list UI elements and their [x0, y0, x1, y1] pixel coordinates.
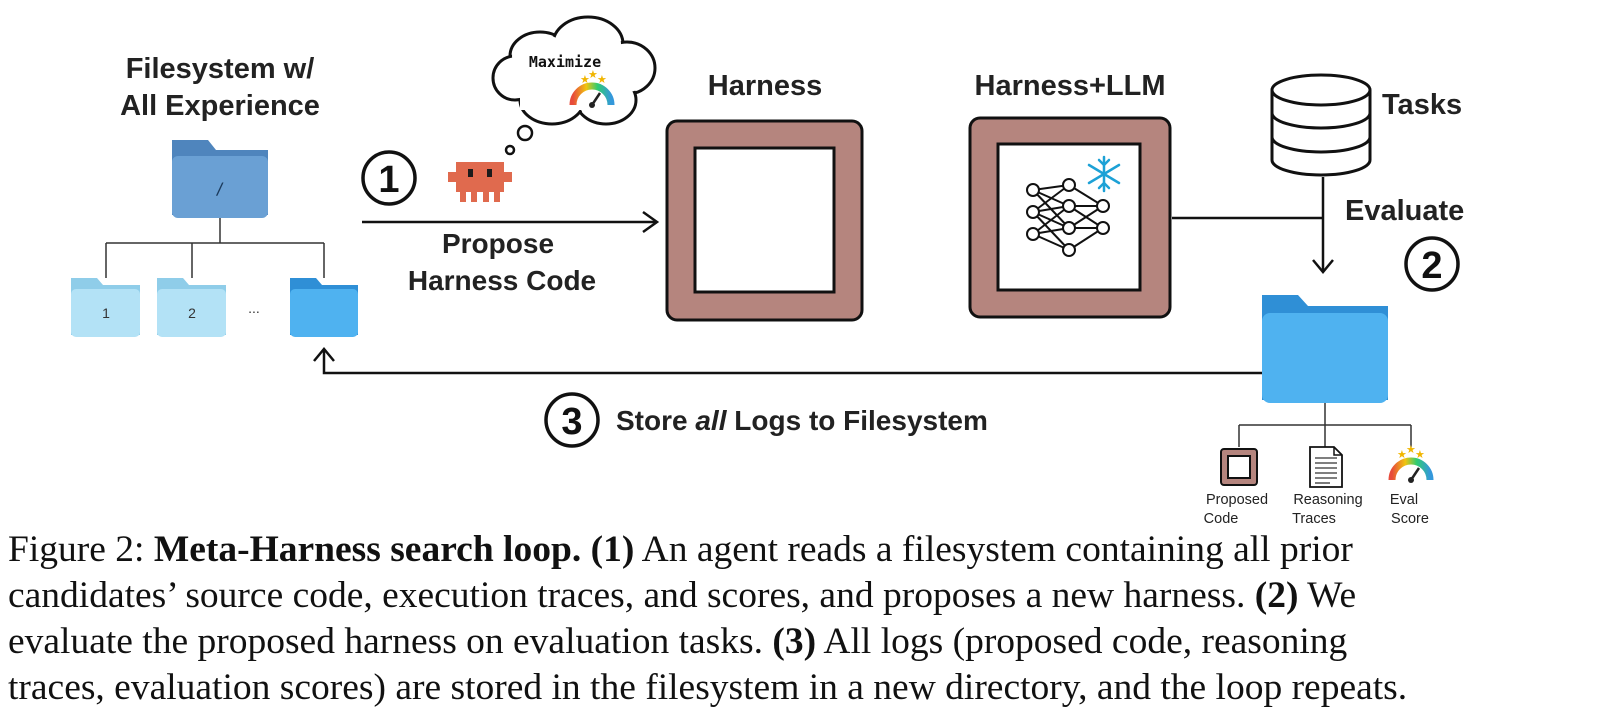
root-folder-icon: [172, 140, 268, 218]
neural-network-icon: [1026, 178, 1110, 257]
caption-line: traces, evaluation scores) are stored in…: [8, 665, 1598, 711]
document-icon: [1309, 446, 1343, 488]
logs-folder-icon: [1262, 295, 1388, 403]
figure-caption: Figure 2: Meta-Harness search loop. (1) …: [8, 527, 1598, 711]
log-label-reasoning-1: Reasoning: [1293, 492, 1362, 508]
caption-segment: An agent reads a filesystem containing a…: [634, 529, 1353, 570]
harness-box-icon: [1220, 448, 1258, 486]
database-icon: [1270, 73, 1372, 177]
caption-bold-segment: (2): [1254, 575, 1299, 616]
caption-segment: Figure 2:: [8, 529, 154, 570]
log-label-reasoning-2: Traces: [1292, 511, 1336, 525]
tasks-label: Tasks: [1382, 89, 1462, 121]
subfolder-2-icon: [157, 278, 226, 337]
step1-label-line2: Harness Code: [408, 265, 596, 296]
caption-bold-segment: (1): [590, 529, 635, 570]
svg-text:★: ★: [1406, 444, 1416, 456]
svg-text:★: ★: [580, 74, 590, 86]
step3-number: 3: [561, 401, 582, 443]
meta-harness-diagram: Filesystem w/ All Experience / 1 2 ...: [71, 15, 1464, 525]
harness-llm-title: Harness+LLM: [975, 70, 1166, 102]
evaluate-label: Evaluate: [1345, 195, 1464, 227]
log-label-proposed-2: Code: [1204, 511, 1239, 525]
thought-dot-small: [504, 144, 516, 156]
svg-text:★: ★: [588, 69, 598, 81]
harness-box-inner: [693, 146, 836, 294]
caption-segment: traces, evaluation scores) are stored in…: [8, 667, 1408, 708]
propose-arrow: [362, 210, 660, 234]
store-logs-arrow: [313, 347, 1262, 375]
harness-llm-box-inner: [996, 142, 1142, 292]
evaluate-connector: [1172, 177, 1334, 274]
step3-circle: [544, 392, 600, 448]
step1-number: 1: [378, 159, 399, 201]
caption-bold-segment: Meta-Harness search loop.: [153, 529, 582, 570]
caption-segment: All logs (proposed code, reasoning: [816, 621, 1348, 662]
caption-segment: candidates’ source code, execution trace…: [8, 575, 1255, 616]
subfolder-1-icon: [71, 278, 140, 337]
thought-dot-large: [516, 124, 534, 142]
filesystem-title-line1: Filesystem w/: [126, 53, 315, 85]
step3-label: Store all Logs to Filesystem: [616, 405, 988, 436]
step2-circle: [1404, 236, 1460, 292]
thought-bubble-text: Maximize: [529, 53, 601, 71]
step2-number: 2: [1421, 245, 1442, 287]
caption-segment: evaluate the proposed harness on evaluat…: [8, 621, 773, 662]
caption-line: candidates’ source code, execution trace…: [8, 573, 1598, 619]
caption-bold-segment: (3): [772, 621, 817, 662]
subfolder-1-label: 1: [102, 305, 110, 321]
svg-text:★: ★: [597, 74, 607, 86]
subfolder-ellipsis: ...: [248, 300, 260, 316]
log-label-eval-2: Score: [1391, 511, 1429, 525]
gauge-icon: ★ ★ ★: [569, 69, 615, 108]
filesystem-tree-lines: [105, 218, 325, 278]
caption-line: Figure 2: Meta-Harness search loop. (1) …: [8, 527, 1598, 573]
root-folder-label: /: [215, 179, 225, 198]
new-subfolder-icon: [290, 278, 358, 337]
caption-segment: [581, 529, 590, 570]
harness-title: Harness: [708, 70, 822, 102]
snowflake-icon: [1087, 155, 1121, 193]
svg-text:★: ★: [1415, 449, 1425, 461]
svg-text:★: ★: [1397, 449, 1407, 461]
caption-segment: We: [1298, 575, 1357, 616]
caption-line: evaluate the proposed harness on evaluat…: [8, 619, 1598, 665]
log-label-proposed-1: Proposed: [1206, 492, 1268, 508]
step1-label-line1: Propose: [442, 228, 554, 259]
step1-circle: [361, 150, 417, 206]
logs-tree-lines: [1238, 403, 1412, 447]
log-label-eval-1: Eval: [1390, 492, 1418, 508]
agent-crab-icon: [448, 162, 512, 202]
gauge-icon: ★ ★ ★: [1388, 444, 1434, 483]
subfolder-2-label: 2: [188, 305, 196, 321]
filesystem-title-line2: All Experience: [120, 90, 320, 122]
